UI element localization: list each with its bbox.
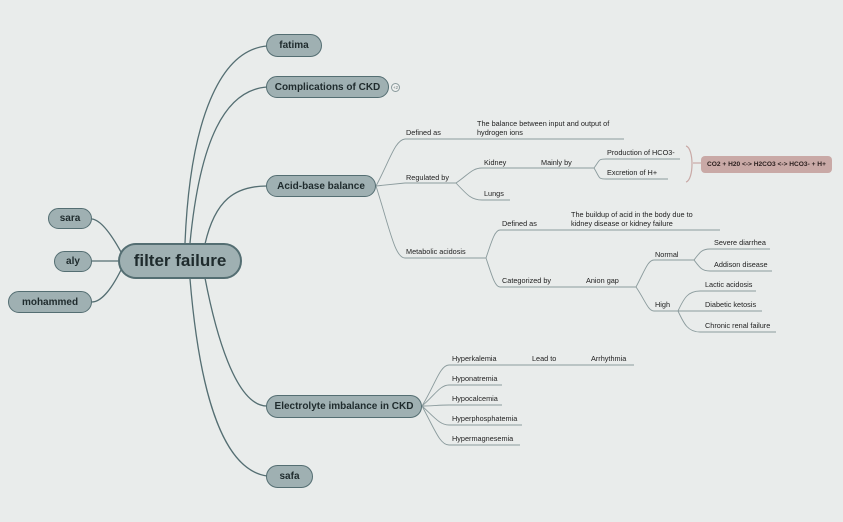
label-mainly-by[interactable]: Mainly by bbox=[541, 158, 572, 167]
label-production-hco3[interactable]: Production of HCO3- bbox=[607, 148, 675, 157]
label-metabolic-acidosis[interactable]: Metabolic acidosis bbox=[406, 247, 466, 256]
label-definition-line1[interactable]: The balance between input and output of bbox=[477, 119, 610, 128]
central-topic[interactable]: filter failure bbox=[118, 243, 242, 279]
topic-acid-base-balance[interactable]: Acid-base balance bbox=[266, 175, 376, 197]
label-addison-disease[interactable]: Addison disease bbox=[714, 260, 768, 269]
label-ma-definition-line1[interactable]: The buildup of acid in the body due to bbox=[571, 210, 693, 219]
label-hyperkalemia[interactable]: Hyperkalemia bbox=[452, 354, 497, 363]
label-lungs[interactable]: Lungs bbox=[484, 189, 504, 198]
topic-sara[interactable]: sara bbox=[48, 208, 92, 229]
label-lactic-acidosis[interactable]: Lactic acidosis bbox=[705, 280, 753, 289]
topic-mohammed[interactable]: mohammed bbox=[8, 291, 92, 313]
label-regulated-by[interactable]: Regulated by bbox=[406, 173, 450, 182]
label-hyperphosphatemia[interactable]: Hyperphosphatemia bbox=[452, 414, 518, 423]
label-normal[interactable]: Normal bbox=[655, 250, 679, 259]
label-definition-line2[interactable]: hydrogen ions bbox=[477, 128, 523, 137]
label-hypermagnesemia[interactable]: Hypermagnesemia bbox=[452, 434, 514, 443]
label-diabetic-ketosis[interactable]: Diabetic ketosis bbox=[705, 300, 757, 309]
label-excretion-h[interactable]: Excretion of H+ bbox=[607, 168, 658, 177]
label-chronic-renal-failure[interactable]: Chronic renal failure bbox=[705, 321, 771, 330]
topic-safa[interactable]: safa bbox=[266, 465, 313, 488]
topic-complications-of-ckd[interactable]: Complications of CKD bbox=[266, 76, 389, 98]
label-anion-gap[interactable]: Anion gap bbox=[586, 276, 619, 285]
label-high[interactable]: High bbox=[655, 300, 671, 309]
label-defined-as[interactable]: Defined as bbox=[406, 128, 441, 137]
label-severe-diarrhea[interactable]: Severe diarrhea bbox=[714, 238, 766, 247]
label-kidney[interactable]: Kidney bbox=[484, 158, 507, 167]
label-categorized-by[interactable]: Categorized by bbox=[502, 276, 552, 285]
topic-electrolyte-imbalance[interactable]: Electrolyte imbalance in CKD bbox=[266, 395, 422, 418]
topic-aly[interactable]: aly bbox=[54, 251, 92, 272]
label-arrhythmia[interactable]: Arrhythmia bbox=[591, 354, 627, 363]
label-ma-definition-line2[interactable]: kidney disease or kidney failure bbox=[571, 219, 673, 228]
formula-callout[interactable]: CO2 + H20 <-> H2CO3 <-> HCO3- + H+ bbox=[701, 156, 832, 173]
label-lead-to[interactable]: Lead to bbox=[532, 354, 557, 363]
label-hypocalcemia[interactable]: Hypocalcemia bbox=[452, 394, 498, 403]
topic-fatima[interactable]: fatima bbox=[266, 34, 322, 57]
label-hyponatremia[interactable]: Hyponatremia bbox=[452, 374, 498, 383]
label-ma-defined-as[interactable]: Defined as bbox=[502, 219, 537, 228]
collapsed-count-badge[interactable]: +2 bbox=[391, 83, 400, 92]
